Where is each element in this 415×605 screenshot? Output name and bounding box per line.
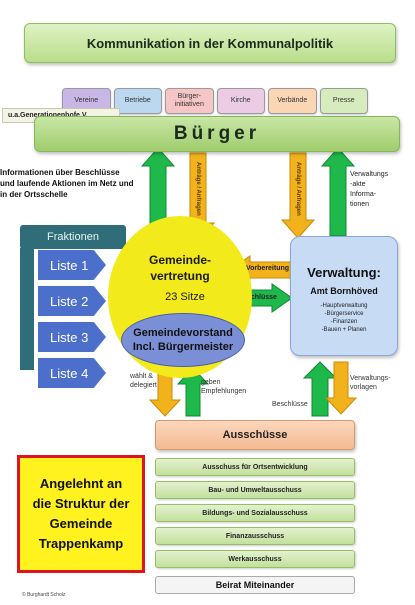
tab-verbaende: Verbände	[268, 88, 317, 114]
arrow-down-antraege-right	[280, 152, 316, 239]
committee-bildung-soziales: Bildungs- und Sozialausschuss	[155, 504, 355, 522]
verwaltungsakte-line: tionen	[350, 201, 370, 208]
note-line: Empfehlungen	[201, 388, 247, 395]
arrow-down-vorlagen	[324, 361, 358, 415]
tab-betriebe: Betriebe	[113, 88, 162, 114]
verwaltung-item: -Bürgerservice	[324, 311, 364, 317]
verwaltung-item: -Bauen + Planen	[321, 327, 367, 333]
arrow-up-beschluesse-bottom	[302, 361, 338, 417]
verwaltungsakte-line: -akte	[350, 181, 366, 188]
verwaltung-box: Verwaltung: Amt Bornhöved -Hauptverwaltu…	[290, 236, 398, 356]
info-line: Informationen über Beschlüsse	[0, 168, 120, 177]
fraktionen-header: Fraktionen	[20, 225, 126, 249]
label-antraege-left: Anträge / Anfragen	[195, 162, 201, 216]
verwaltungsakte-line: Informa-	[350, 191, 377, 198]
verwaltung-title: Verwaltung:	[307, 265, 381, 280]
note-beschluesse-bottom: Beschlüsse	[272, 401, 308, 408]
arrow-up-right	[320, 147, 356, 237]
buerger-bar: Bürger	[34, 116, 400, 152]
note-vorlagen: Verwaltungs- vorlagen	[350, 374, 390, 392]
label-antraege-right: Anträge / Anfragen	[295, 162, 301, 216]
verwaltung-items: -Hauptverwaltung -Bürgerservice -Finanze…	[291, 302, 397, 334]
note-box-line: Angelehnt an	[39, 476, 123, 491]
note-line: geben	[201, 379, 221, 386]
stakeholder-tabs: Vereine Betriebe Bürger-initiativen Kirc…	[62, 88, 368, 114]
committee-bau-umwelt: Bau- und Umweltausschuss	[155, 481, 355, 499]
note-box-line: Gemeinde	[49, 516, 113, 531]
tab-presse: Presse	[319, 88, 368, 114]
vorstand-line: Incl. Bürgermeister	[132, 341, 234, 353]
committee-ortsentwicklung: Ausschuss für Ortsentwicklung	[155, 458, 355, 476]
info-text: Informationen über Beschlüsse und laufen…	[0, 167, 175, 200]
label-beschluesse-mid: Beschlüsse	[238, 294, 277, 301]
gemeindevorstand-ellipse: Gemeindevorstand Incl. Bürgermeister	[121, 313, 245, 367]
committee-werk: Werkausschuss	[155, 550, 355, 568]
arrow-up-empfehlungen	[176, 367, 210, 417]
note-box: Angelehnt an die Struktur der Gemeinde T…	[17, 455, 145, 573]
beirat-miteinander: Beirat Miteinander	[155, 576, 355, 594]
note-line: vorlagen	[350, 384, 377, 391]
note-box-line: die Struktur der	[32, 496, 130, 511]
gv-title-line: vertretung	[150, 269, 210, 283]
gemeindevertretung-seats: 23 Sitze	[165, 291, 205, 303]
verwaltung-item: -Finanzen	[330, 319, 358, 325]
info-line: in der Ortsschelle	[0, 190, 68, 199]
gv-title-line: Gemeinde-	[148, 253, 211, 267]
liste-2: Liste 2	[38, 286, 106, 316]
liste-1: Liste 1	[38, 250, 106, 280]
info-line: und laufende Aktionen im Netz und	[0, 179, 134, 188]
verwaltungsakte-text: Verwaltungs -akte Informa- tionen	[350, 170, 410, 210]
note-empfehlungen: geben Empfehlungen	[201, 378, 246, 396]
verwaltung-item: -Hauptverwaltung	[320, 303, 368, 309]
label-vorbereitung: Vorbereitung	[246, 265, 290, 272]
note-waehlt: wählt & delegiert	[130, 372, 157, 390]
vorstand-line: Gemeindevorstand	[133, 327, 233, 339]
ausschuesse-header: Ausschüsse	[155, 420, 355, 450]
gemeindevertretung-title: Gemeinde- vertretung	[130, 252, 230, 284]
fraktionen-bar	[20, 248, 34, 370]
tab-buergerinitiativen: Bürger-initiativen	[165, 88, 214, 114]
verwaltungsakte-line: Verwaltungs	[350, 171, 389, 178]
note-line: Verwaltungs-	[350, 375, 391, 382]
liste-4: Liste 4	[38, 358, 106, 388]
tab-kirche: Kirche	[216, 88, 265, 114]
note-line: delegiert	[130, 382, 157, 389]
committee-finanzen: Finanzausschuss	[155, 527, 355, 545]
note-box-line: Trappenkamp	[38, 536, 124, 551]
copyright: © Burghardt Scholz	[22, 592, 66, 598]
verwaltung-subtitle: Amt Bornhöved	[310, 286, 378, 296]
page-title: Kommunikation in der Kommunalpolitik	[24, 23, 396, 63]
liste-3: Liste 3	[38, 322, 106, 352]
note-line: wählt &	[130, 373, 153, 380]
